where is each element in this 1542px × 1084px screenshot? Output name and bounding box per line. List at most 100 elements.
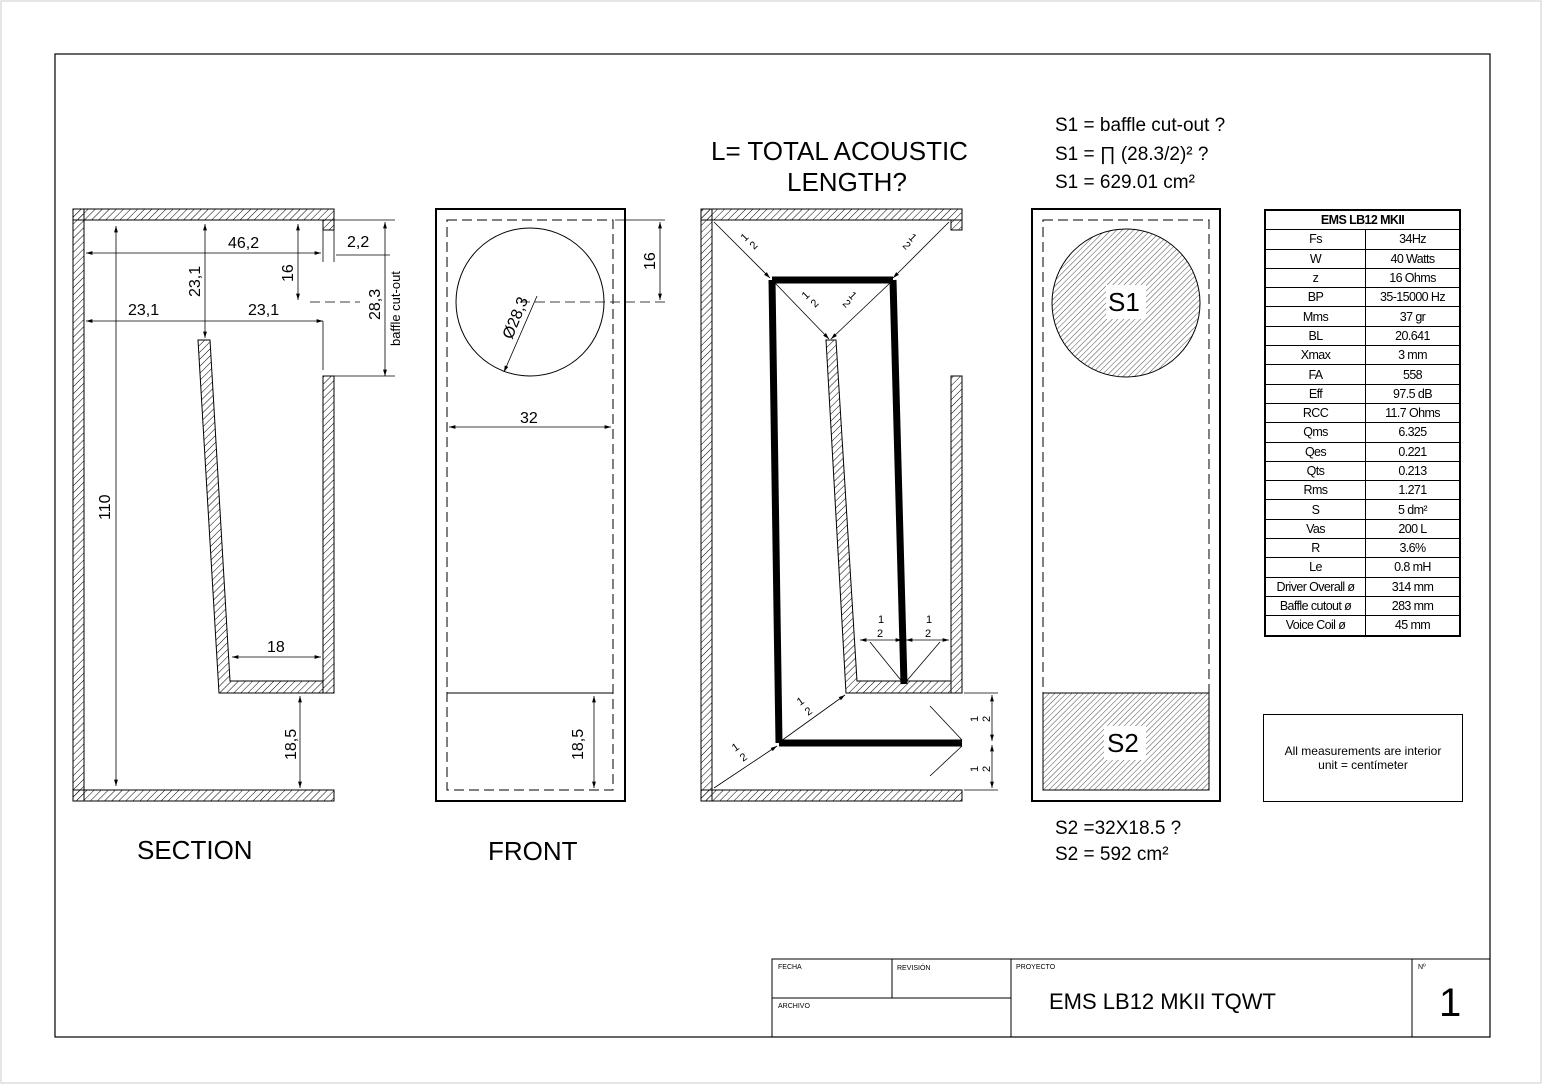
spec-value: 5 dm² xyxy=(1365,499,1461,520)
dim-section-18-5: 18,5 xyxy=(283,729,300,760)
dim-front-16: 16 xyxy=(642,252,659,270)
fraction-num: 1 xyxy=(969,766,981,772)
fraction-den: 2 xyxy=(809,297,822,310)
spec-key: Xmax xyxy=(1264,345,1366,366)
spec-key: Baffle cutout ø xyxy=(1264,595,1366,617)
spec-key: Mms xyxy=(1264,306,1366,327)
dim-section-18: 18 xyxy=(267,639,285,656)
spec-value: 200 L xyxy=(1365,518,1461,540)
fraction-num: 1 xyxy=(926,614,932,626)
spec-key: Voice Coil ø xyxy=(1264,615,1366,637)
spec-value: 45 mm xyxy=(1365,615,1461,637)
spec-key: Qes xyxy=(1264,441,1366,462)
spec-value: 0.221 xyxy=(1365,441,1461,462)
s1-formula-line1: S1 = baffle cut-out ? xyxy=(1055,115,1225,136)
spec-value: 35-15000 Hz xyxy=(1365,287,1461,308)
spec-key: z xyxy=(1264,267,1366,289)
proyecto-label: PROYECTO xyxy=(1016,964,1056,971)
measurement-note: All measurements are interior unit = cen… xyxy=(1263,714,1463,802)
section-view-label: SECTION xyxy=(137,835,253,865)
spec-value: 314 mm xyxy=(1365,576,1461,597)
front-view xyxy=(435,208,665,802)
acoustic-title-line1: L= TOTAL ACOUSTIC xyxy=(711,136,968,166)
title-block-text: FECHA REVISIÓN ARCHIVO PROYECTO Nº EMS L… xyxy=(778,963,1461,1025)
spec-key: R xyxy=(1264,538,1366,559)
dim-section-110: 110 xyxy=(97,494,114,520)
spec-value: 6.325 xyxy=(1365,422,1461,443)
spec-value: 37 gr xyxy=(1365,306,1461,327)
spec-value: 11.7 Ohms xyxy=(1365,402,1461,424)
fraction-den: 2 xyxy=(981,766,993,772)
spec-value: 16 Ohms xyxy=(1365,267,1461,289)
title-block xyxy=(771,958,1491,1038)
fraction-den: 2 xyxy=(900,240,913,253)
fraction-den: 2 xyxy=(877,628,883,640)
spec-key: S xyxy=(1264,499,1366,520)
fraction-num: 1 xyxy=(969,716,981,722)
s1-formula-line2: S1 = ∏ (28.3/2)² ? xyxy=(1055,144,1208,165)
spec-value: 0.213 xyxy=(1365,460,1461,482)
fraction-num: 1 xyxy=(795,695,807,708)
acoustic-title-line2: LENGTH? xyxy=(787,167,907,197)
spec-value: 97.5 dB xyxy=(1365,383,1461,404)
spec-key: Eff xyxy=(1264,383,1366,404)
dim-section-23-1-vertical: 23,1 xyxy=(187,266,204,297)
section-dimensions: 46,2 2,2 23,1 16 28,3 baffle cut-out 23,… xyxy=(97,234,403,865)
project-name: EMS LB12 MKII TQWT xyxy=(1049,989,1276,1014)
dim-section-28-3: 28,3 xyxy=(367,289,384,320)
s2-formula-line2: S2 = 592 cm² xyxy=(1055,844,1169,865)
spec-key: W xyxy=(1264,248,1366,269)
front-dimensions: 16 Ø28,3 32 18,5 FRONT xyxy=(488,252,659,866)
spec-key: Qts xyxy=(1264,460,1366,482)
spec-value: 3.6% xyxy=(1365,538,1461,559)
dim-front-32: 32 xyxy=(520,410,538,427)
dim-section-2-2: 2,2 xyxy=(347,234,369,251)
dim-front-18-5: 18,5 xyxy=(570,729,587,760)
spec-value: 20.641 xyxy=(1365,325,1461,347)
spec-value: 40 Watts xyxy=(1365,248,1461,269)
spec-key: Driver Overall ø xyxy=(1264,576,1366,597)
fraction-den: 2 xyxy=(748,239,761,252)
numero-label: Nº xyxy=(1418,964,1426,971)
archivo-label: ARCHIVO xyxy=(778,1003,810,1010)
dim-section-46-2: 46,2 xyxy=(228,235,259,252)
sheet-number: 1 xyxy=(1439,981,1461,1025)
fecha-label: FECHA xyxy=(778,964,802,971)
note-line2: unit = centímeter xyxy=(1318,758,1408,772)
fraction-num: 1 xyxy=(730,741,742,754)
label-baffle-cutout: baffle cut-out xyxy=(388,271,403,346)
spec-key: BL xyxy=(1264,325,1366,347)
spec-key: RCC xyxy=(1264,402,1366,424)
spec-key: FA xyxy=(1264,364,1366,385)
spec-key: Fs xyxy=(1264,229,1366,250)
dim-section-23-1-right: 23,1 xyxy=(248,302,279,319)
spec-value: 1.271 xyxy=(1365,480,1461,501)
s1-formula-line3: S1 = 629.01 cm² xyxy=(1055,172,1195,193)
fraction-den: 2 xyxy=(803,705,815,718)
fraction-den: 2 xyxy=(925,628,931,640)
dim-section-23-1-left: 23,1 xyxy=(128,302,159,319)
fraction-den: 2 xyxy=(981,716,993,722)
spec-value: 3 mm xyxy=(1365,345,1461,366)
spec-key: Vas xyxy=(1264,518,1366,540)
